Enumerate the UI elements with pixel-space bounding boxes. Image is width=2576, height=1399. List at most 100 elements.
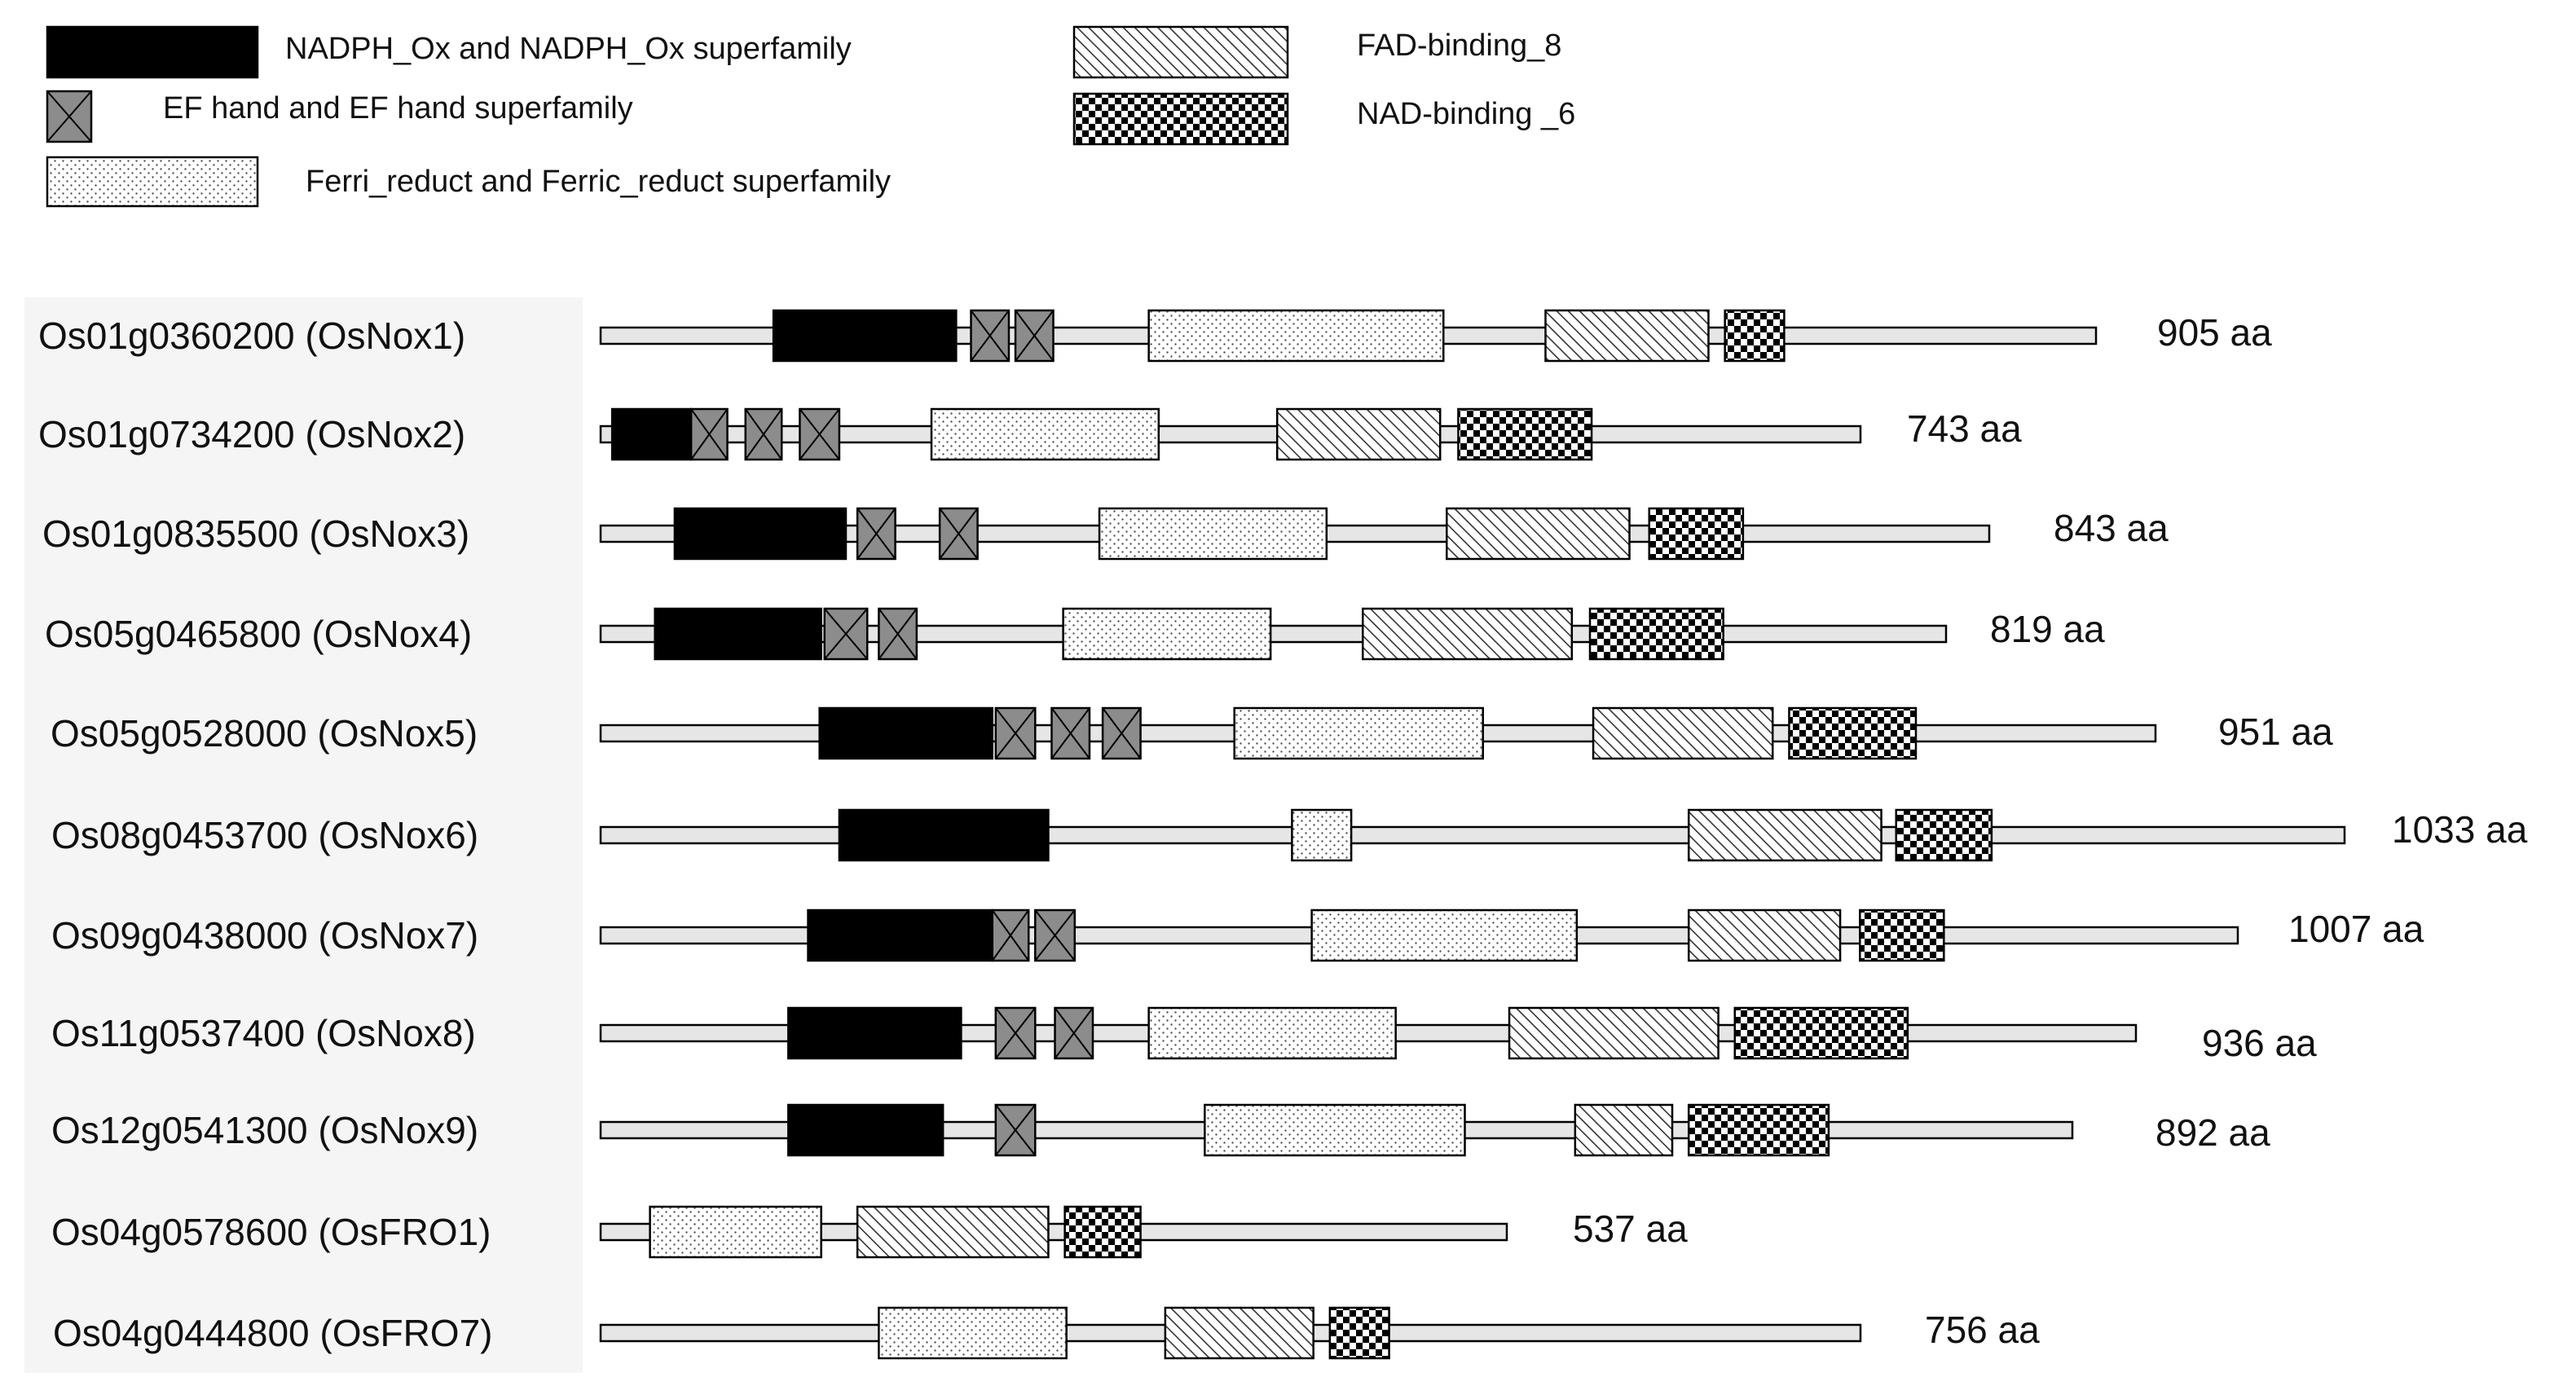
domain-nad <box>1328 1306 1390 1360</box>
name-column-background <box>24 297 583 1373</box>
protein-length: 905 aa <box>2157 311 2272 354</box>
legend-swatch-fad <box>1072 25 1289 79</box>
domain-ferri <box>1147 309 1445 363</box>
protein-row: Os04g0578600 (OsFRO1)537 aa <box>51 1205 1688 1259</box>
protein-row: Os05g0465800 (OsNox4) 819 aa <box>45 607 2105 661</box>
domain-ferri <box>930 407 1160 461</box>
protein-length: 756 aa <box>1925 1309 2040 1351</box>
domain-fad <box>856 1205 1050 1259</box>
domain-nad <box>1788 706 1918 760</box>
domain-ef <box>799 407 841 461</box>
protein-length: 892 aa <box>2155 1111 2270 1154</box>
protein-length: 743 aa <box>1907 407 2022 450</box>
protein-name: Os12g0541300 (OsNox9) <box>51 1109 478 1151</box>
legend-label-ef: EF hand and EF hand superfamily <box>163 91 633 125</box>
domain-nadph <box>838 808 1050 862</box>
protein-row: Os01g0360200 (OsNox1)905 aa <box>38 309 2272 363</box>
domain-nadph <box>610 407 693 461</box>
legend-label-fad: FAD-binding_8 <box>1357 29 1561 63</box>
domain-fad <box>1687 908 1842 962</box>
domain-ef <box>878 607 918 661</box>
protein-row: Os12g0541300 (OsNox9) 892 aa <box>51 1103 2270 1157</box>
domain-ferri <box>1291 808 1353 862</box>
protein-name: Os01g0734200 (OsNox2) <box>38 413 465 455</box>
domain-ferri <box>1204 1103 1466 1157</box>
protein-row: Os01g0734200 (OsNox2) 743 aa <box>38 407 2022 461</box>
protein-row: Os11g0537400 (OsNox8) 936 aa <box>51 1006 2317 1064</box>
domain-ferri <box>1233 706 1484 760</box>
legend-swatch-ferri <box>46 156 259 208</box>
domain-ef <box>856 507 896 561</box>
protein-backbone <box>599 425 1862 444</box>
domain-nad <box>1457 407 1593 461</box>
protein-length: 1007 aa <box>2288 908 2424 950</box>
legend-label-nad: NAD-binding _6 <box>1357 97 1575 131</box>
domain-fad <box>1574 1103 1674 1157</box>
protein-name: Os05g0528000 (OsNox5) <box>51 712 478 754</box>
domain-ef <box>994 1006 1037 1060</box>
domain-ef <box>1101 706 1142 760</box>
protein-length: 936 aa <box>2202 1022 2317 1064</box>
domain-ef <box>744 407 783 461</box>
protein-name: Os09g0438000 (OsNox7) <box>51 914 478 957</box>
domain-nad <box>1687 1103 1830 1157</box>
protein-backbone <box>599 1222 1508 1242</box>
domain-ef <box>991 908 1030 962</box>
domain-fad <box>1544 309 1710 363</box>
domain-ef <box>1054 1006 1094 1060</box>
protein-row: Os05g0528000 (OsNox5) 951 aa <box>51 706 2333 760</box>
domain-fad <box>1275 407 1442 461</box>
domain-nad <box>1859 908 1945 962</box>
legend-swatch-ef <box>46 90 93 143</box>
protein-name: Os11g0537400 (OsNox8) <box>51 1012 476 1054</box>
protein-row: Os04g0444800 (OsFRO7) 756 aa <box>53 1306 2040 1360</box>
domain-ferri <box>1062 607 1272 661</box>
domain-ef <box>689 407 729 461</box>
domain-ferri <box>1147 1006 1397 1060</box>
domain-nadph <box>818 706 994 760</box>
domain-nad <box>1724 309 1786 363</box>
domain-nad <box>1063 1205 1142 1259</box>
protein-row: Os08g0453700 (OsNox6) 1033 aa <box>51 808 2528 862</box>
domain-ef <box>994 706 1037 760</box>
domain-nadph <box>772 309 958 363</box>
domain-fad <box>1164 1306 1314 1360</box>
protein-length: 951 aa <box>2218 710 2333 753</box>
domain-ef <box>1050 706 1091 760</box>
protein-row: Os01g0835500 (OsNox3)843 aa <box>42 507 2169 561</box>
protein-length: 843 aa <box>2054 507 2169 549</box>
domain-nadph <box>807 908 994 962</box>
domain-nadph <box>654 607 822 661</box>
domain-nad <box>1733 1006 1909 1060</box>
protein-length: 819 aa <box>1990 608 2105 650</box>
domain-fad <box>1362 607 1574 661</box>
domain-ferri <box>878 1306 1068 1360</box>
domain-ferri <box>649 1205 822 1259</box>
legend-swatch-nad <box>1072 92 1289 146</box>
legend-swatch-nadph <box>46 25 259 79</box>
domain-ef <box>994 1103 1037 1157</box>
domain-ef <box>938 507 979 561</box>
domain-fad <box>1592 706 1774 760</box>
domain-fad <box>1446 507 1631 561</box>
protein-length: 1033 aa <box>2392 808 2528 851</box>
domain-ef <box>1014 309 1055 363</box>
domain-nadph <box>673 507 848 561</box>
domain-nad <box>1895 808 1993 862</box>
protein-name: Os05g0465800 (OsNox4) <box>45 613 472 655</box>
domain-fad <box>1687 808 1882 862</box>
domain-ef <box>970 309 1011 363</box>
protein-name: Os08g0453700 (OsNox6) <box>51 814 478 856</box>
legend-label-nadph: NADPH_Ox and NADPH_Ox superfamily <box>285 32 852 66</box>
domain-fad <box>1508 1006 1720 1060</box>
protein-name: Os04g0444800 (OsFRO7) <box>53 1312 493 1354</box>
domain-nad <box>1588 607 1724 661</box>
protein-length: 537 aa <box>1573 1208 1688 1250</box>
domain-ef <box>823 607 869 661</box>
domain-ferri <box>1310 908 1579 962</box>
domain-ferri <box>1098 507 1328 561</box>
legend-label-ferri: Ferri_reduct and Ferric_reduct superfami… <box>306 165 891 199</box>
domain-nadph <box>787 1006 962 1060</box>
protein-row: Os09g0438000 (OsNox7) 1007 aa <box>51 908 2424 962</box>
